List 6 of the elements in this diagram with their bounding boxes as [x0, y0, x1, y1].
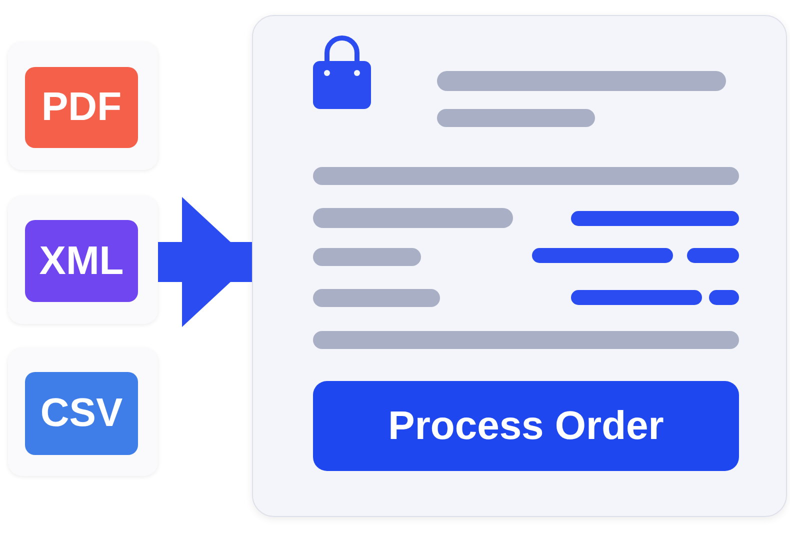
file-format-tile: PDF	[25, 67, 138, 148]
arrow	[158, 197, 252, 327]
file-format-tile: XML	[25, 220, 138, 302]
file-format-tile: CSV	[25, 372, 138, 455]
process-order-button: Process Order	[313, 381, 739, 471]
order-form-card	[252, 15, 787, 517]
